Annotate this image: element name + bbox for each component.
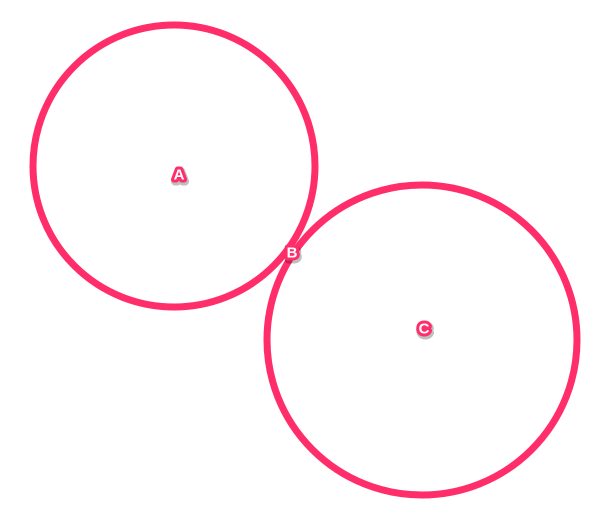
circle-a [29,21,319,311]
point-a-label-group: A A [171,164,190,190]
point-b-label: B [287,245,298,262]
point-a-label-shadow: A [175,169,186,186]
point-b-label-group: B B [284,242,303,268]
point-c-label-shadow: C [420,323,431,340]
point-b-label-shadow: B [288,247,299,264]
point-a-label: A [174,167,185,184]
circle-c [263,181,581,499]
point-c-label-group: C C [416,318,435,344]
point-c-label: C [419,321,430,338]
